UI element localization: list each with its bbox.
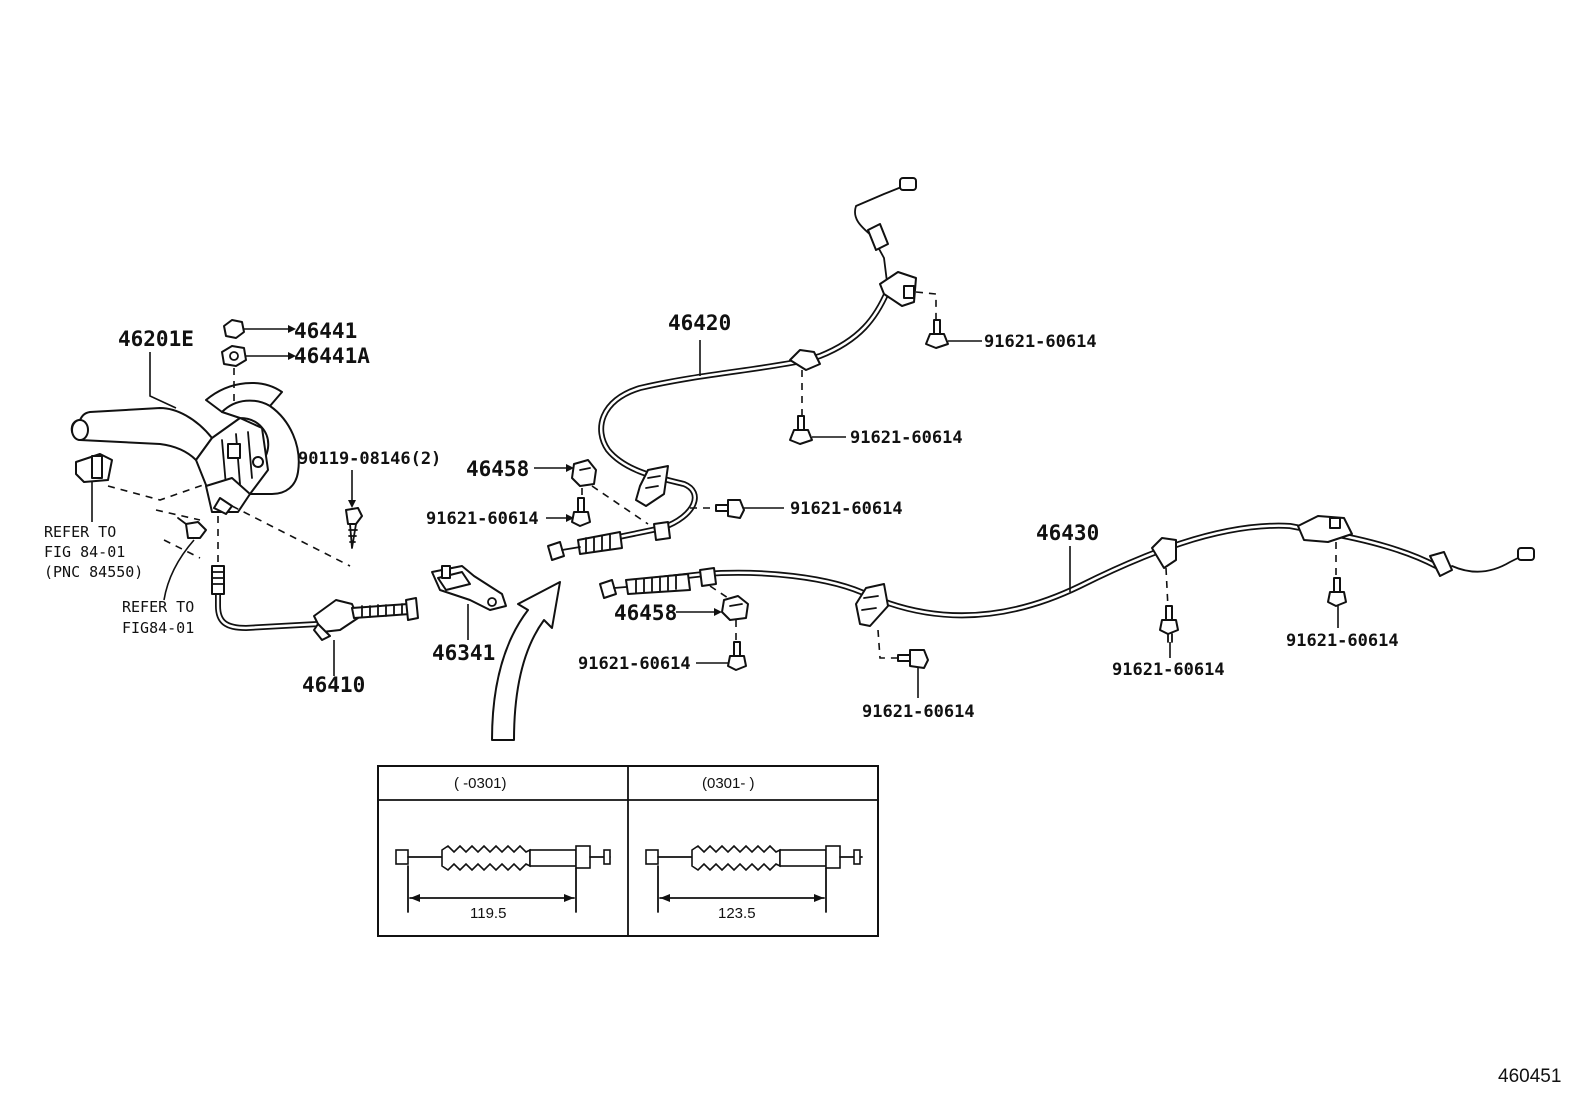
left-rear-cable <box>547 177 937 561</box>
label-screw: 90119-08146(2) <box>298 449 441 469</box>
parking-brake-lever <box>70 382 300 515</box>
lever-mount-bolt <box>163 517 207 601</box>
bolt-left-bracket <box>715 499 784 519</box>
label-clip-left: 46458 <box>466 457 529 481</box>
bolt-right-c <box>1327 577 1347 628</box>
label-bolt-left-clip: 91621-60614 <box>426 509 539 529</box>
note-refer-b-1: REFER TO <box>122 598 194 616</box>
figure-id: 460451 <box>1498 1066 1561 1087</box>
label-bolt-right-a: 91621-60614 <box>862 702 975 722</box>
nut-46441 <box>223 319 296 339</box>
label-bracket: 46341 <box>432 641 495 665</box>
clip-46458-left <box>534 459 649 525</box>
note-refer-a-1: REFER TO <box>44 523 116 541</box>
note-refer-b-2: FIG84-01 <box>122 619 194 637</box>
detail-right-cable-end: 123.5 <box>645 844 863 922</box>
label-lever: 46201E <box>118 327 194 351</box>
label-bolt-right-clip: 91621-60614 <box>578 654 691 674</box>
label-nut-a: 46441A <box>294 344 370 368</box>
label-bolt-left-top: 91621-60614 <box>984 332 1097 352</box>
detail-left-header: ( -0301) <box>454 775 507 792</box>
label-bolt-left-mid: 91621-60614 <box>850 428 963 448</box>
right-rear-cable <box>599 515 1535 659</box>
detail-left-cable-end: 119.5 <box>395 844 611 922</box>
nut-46441a <box>221 345 296 367</box>
bolt-left-mid <box>789 415 846 445</box>
detail-left-dimension: 119.5 <box>470 905 506 922</box>
lever-side-bracket <box>75 453 113 522</box>
label-bolt-right-b: 91621-60614 <box>1112 660 1225 680</box>
bolt-right-b <box>1159 605 1179 658</box>
note-refer-a-3: (PNC 84550) <box>44 563 143 581</box>
clip-46458-right <box>676 585 749 646</box>
label-cable-left: 46420 <box>668 311 731 335</box>
part-labels: 46201E 46441 46441A 90119-08146(2) 46410… <box>44 311 1399 722</box>
detail-right-dimension: 123.5 <box>718 905 756 922</box>
bracket-46341 <box>431 565 507 640</box>
detail-right-header: (0301- ) <box>702 775 755 792</box>
label-clip-right: 46458 <box>614 601 677 625</box>
screw-90119 <box>345 470 363 549</box>
label-bolt-left-bracket: 91621-60614 <box>790 499 903 519</box>
bolt-right-a <box>897 649 929 698</box>
label-cable-right: 46430 <box>1036 521 1099 545</box>
note-refer-a-2: FIG 84-01 <box>44 543 125 561</box>
label-cable-front: 46410 <box>302 673 365 697</box>
detail-box: ( -0301) (0301- ) 119.5 <box>377 765 879 937</box>
detail-arrow <box>491 581 561 741</box>
bolt-right-clip <box>696 641 747 671</box>
front-cable <box>211 565 419 676</box>
bolt-left-top <box>925 319 982 349</box>
bolt-left-clip <box>546 488 591 527</box>
label-nut: 46441 <box>294 319 357 343</box>
label-bolt-right-c: 91621-60614 <box>1286 631 1399 651</box>
